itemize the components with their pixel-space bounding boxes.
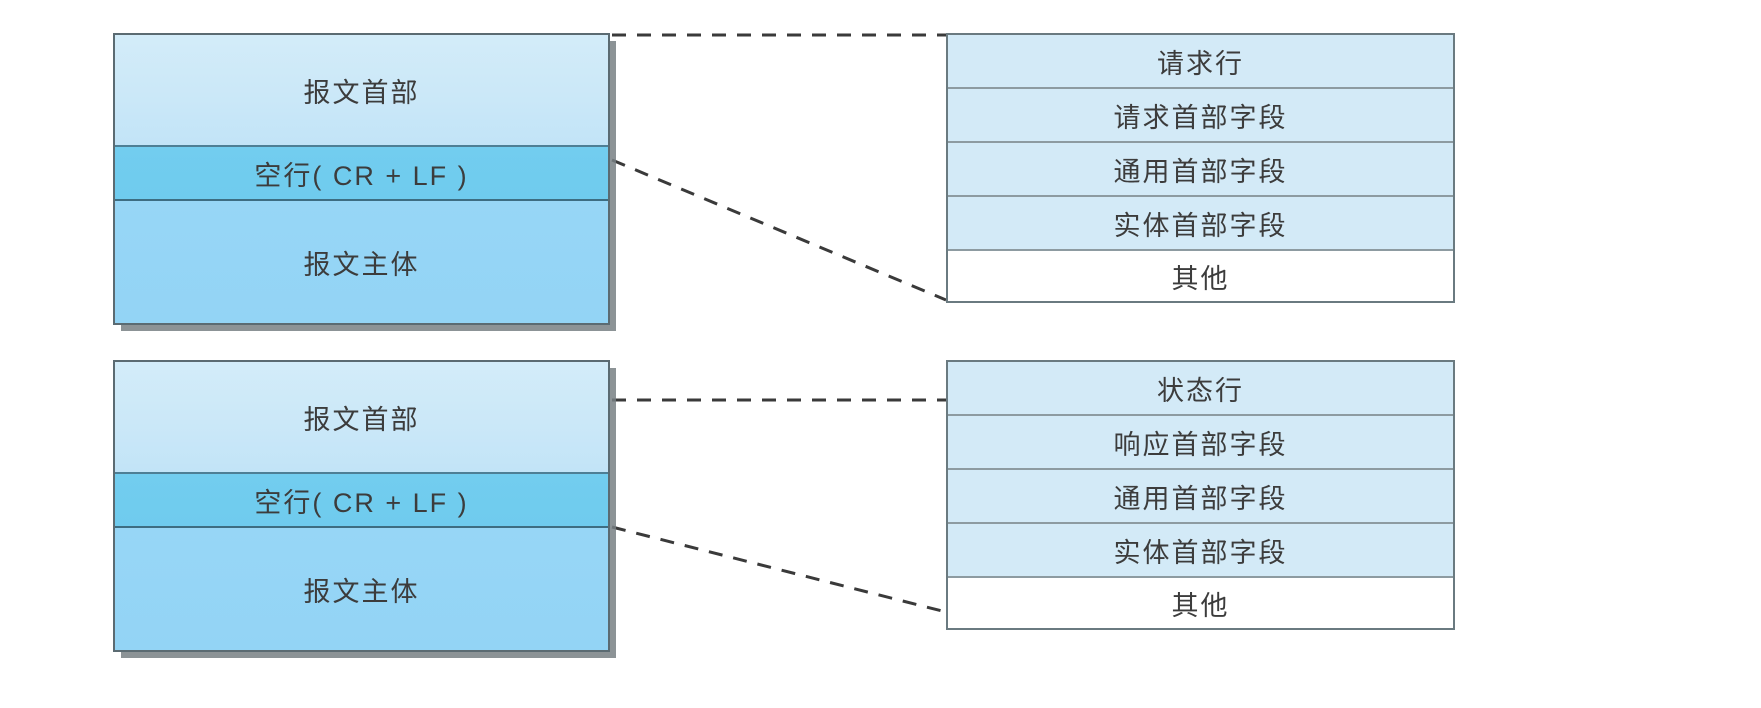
band-label: 空行( CR + LF ) bbox=[254, 487, 469, 518]
table-row: 请求行 bbox=[948, 35, 1453, 89]
table-row: 其他 bbox=[948, 251, 1453, 301]
row-label: 其他 bbox=[1171, 590, 1230, 621]
response-header-detail-table: 状态行 响应首部字段 通用首部字段 实体首部字段 其他 bbox=[946, 360, 1455, 630]
http-request-message-box: 报文首部 空行( CR + LF ) 报文主体 bbox=[113, 33, 610, 325]
band-label: 空行( CR + LF ) bbox=[254, 160, 469, 191]
table-row: 通用首部字段 bbox=[948, 470, 1453, 524]
row-label: 通用首部字段 bbox=[1113, 156, 1288, 187]
band-message-header: 报文首部 bbox=[115, 362, 608, 474]
table-row: 请求首部字段 bbox=[948, 89, 1453, 143]
band-label: 报文首部 bbox=[303, 77, 420, 108]
request-header-detail-table: 请求行 请求首部字段 通用首部字段 实体首部字段 其他 bbox=[946, 33, 1455, 303]
table-row: 其他 bbox=[948, 578, 1453, 628]
table-row: 通用首部字段 bbox=[948, 143, 1453, 197]
row-label: 响应首部字段 bbox=[1113, 429, 1288, 460]
http-response-message-box: 报文首部 空行( CR + LF ) 报文主体 bbox=[113, 360, 610, 652]
band-label: 报文主体 bbox=[303, 249, 420, 280]
table-row: 状态行 bbox=[948, 362, 1453, 416]
row-label: 实体首部字段 bbox=[1113, 210, 1288, 241]
table-row: 响应首部字段 bbox=[948, 416, 1453, 470]
row-label: 实体首部字段 bbox=[1113, 537, 1288, 568]
table-row: 实体首部字段 bbox=[948, 524, 1453, 578]
row-label: 请求行 bbox=[1157, 48, 1244, 79]
request-diagonal-connector bbox=[611, 158, 947, 302]
row-label: 请求首部字段 bbox=[1113, 102, 1288, 133]
band-blank-line: 空行( CR + LF ) bbox=[115, 147, 608, 201]
row-label: 通用首部字段 bbox=[1113, 483, 1288, 514]
table-row: 实体首部字段 bbox=[948, 197, 1453, 251]
band-label: 报文首部 bbox=[303, 404, 420, 435]
row-label: 其他 bbox=[1171, 263, 1230, 294]
band-message-body: 报文主体 bbox=[115, 528, 608, 650]
band-blank-line: 空行( CR + LF ) bbox=[115, 474, 608, 528]
row-label: 状态行 bbox=[1157, 375, 1244, 406]
band-message-body: 报文主体 bbox=[115, 201, 608, 323]
band-message-header: 报文首部 bbox=[115, 35, 608, 147]
band-label: 报文主体 bbox=[303, 576, 420, 607]
response-diagonal-connector bbox=[611, 525, 947, 614]
